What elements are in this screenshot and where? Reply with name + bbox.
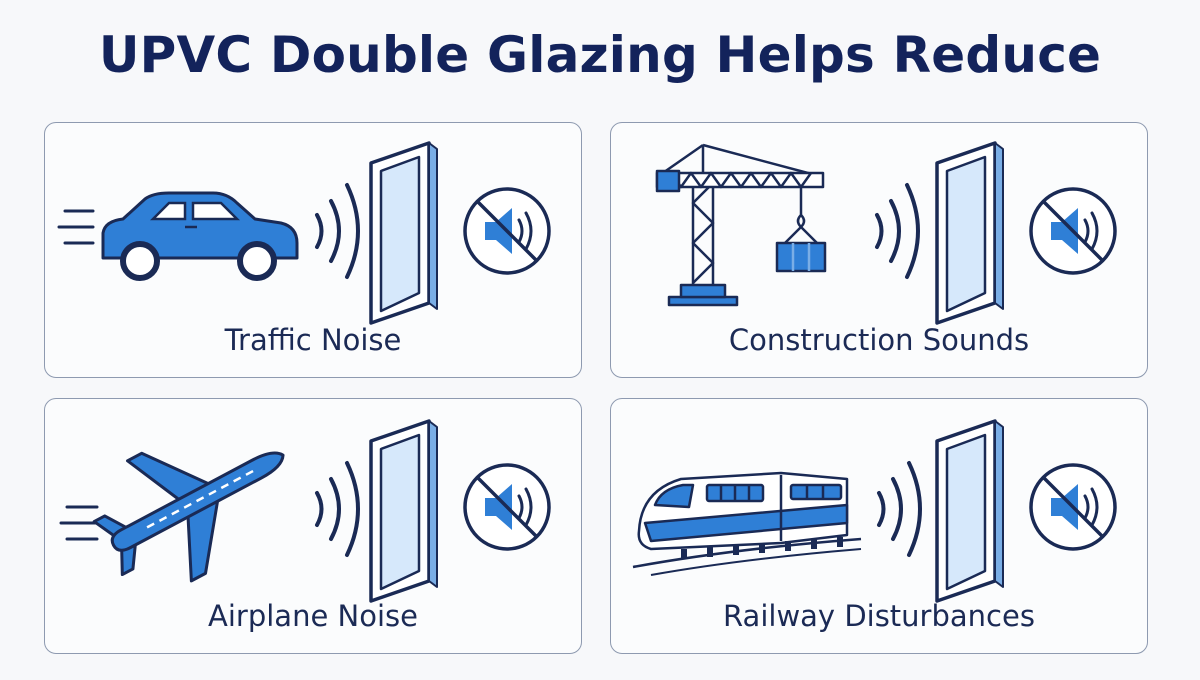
airplane-icon [59,451,285,583]
sound-waves-icon [315,183,360,279]
card-airplane-graphic [59,419,551,603]
card-label: Airplane Noise [208,599,418,633]
window-icon [369,141,439,325]
car-icon [57,191,299,281]
window-icon [369,419,439,603]
train-icon [632,471,862,576]
sound-waves-icon [875,183,920,279]
window-icon [935,141,1005,325]
card-label: Railway Disturbances [723,599,1035,633]
sound-waves-icon [877,461,922,557]
sound-waves-icon [315,461,360,557]
muted-speaker-icon [1029,463,1117,551]
card-railway-disturbances: Railway Disturbances [610,398,1148,654]
card-airplane-noise: Airplane Noise [44,398,582,654]
card-label: Traffic Noise [224,323,402,357]
muted-speaker-icon [463,187,551,275]
card-railway-graphic [632,419,1117,603]
card-traffic-graphic [57,141,551,325]
muted-speaker-icon [463,463,551,551]
card-construction-sounds: Construction Sounds [610,122,1148,378]
crane-icon [655,143,827,307]
page-title: UPVC Double Glazing Helps Reduce [98,26,1102,84]
muted-speaker-icon [1029,187,1117,275]
card-construction-graphic [655,141,1117,325]
card-label: Construction Sounds [728,323,1030,357]
card-traffic-noise: Traffic Noise [44,122,582,378]
window-icon [935,419,1005,603]
